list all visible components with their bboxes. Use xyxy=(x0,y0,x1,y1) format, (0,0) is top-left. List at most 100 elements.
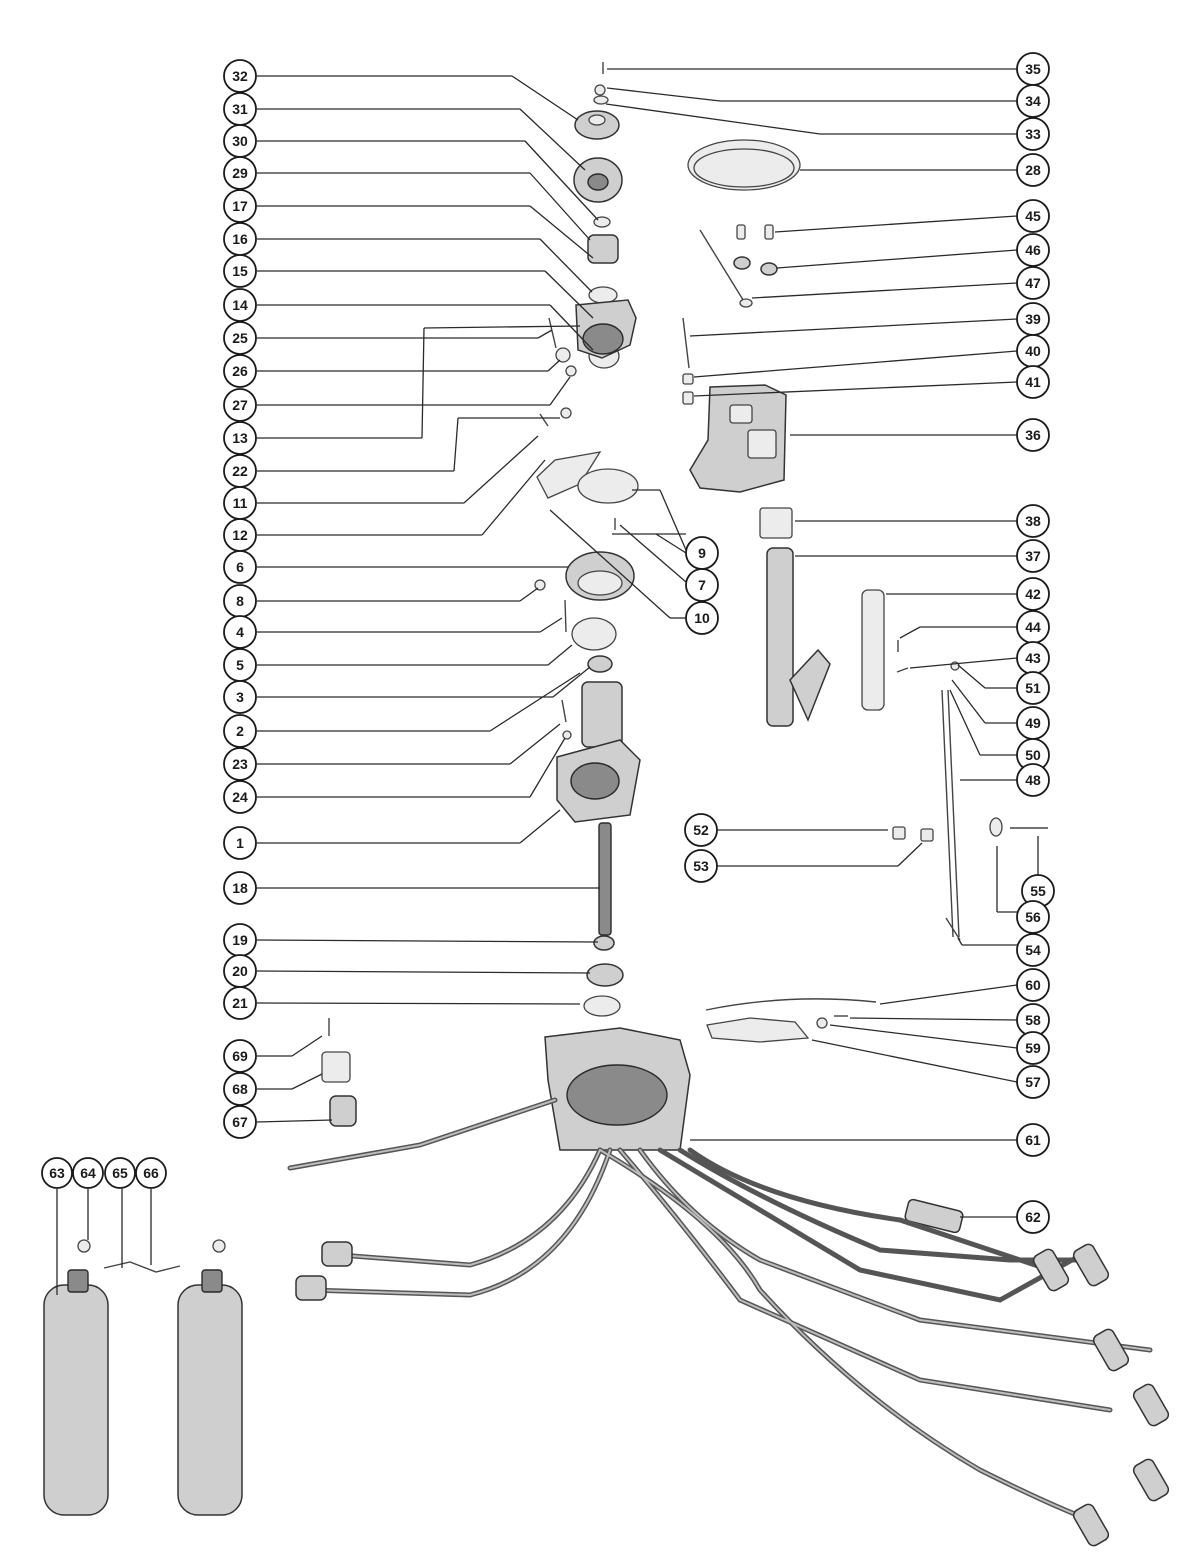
callout-43-label: 43 xyxy=(1025,650,1041,666)
callout-69: 69 xyxy=(223,1039,257,1073)
callout-7: 7 xyxy=(685,568,719,602)
leader-lines xyxy=(56,68,1039,1295)
callout-16: 16 xyxy=(223,222,257,256)
callout-58-label: 58 xyxy=(1025,1012,1041,1028)
callout-4: 4 xyxy=(223,615,257,649)
callout-4-label: 4 xyxy=(236,624,244,640)
callout-1: 1 xyxy=(223,826,257,860)
callout-34-label: 34 xyxy=(1025,93,1041,109)
callout-55-label: 55 xyxy=(1030,883,1046,899)
callout-9-label: 9 xyxy=(698,545,706,561)
callout-61: 61 xyxy=(1016,1123,1050,1157)
callout-23-label: 23 xyxy=(232,756,248,772)
callout-31-label: 31 xyxy=(232,101,248,117)
callout-2-label: 2 xyxy=(236,723,244,739)
callout-44-label: 44 xyxy=(1025,619,1041,635)
callout-28-label: 28 xyxy=(1025,162,1041,178)
callout-15: 15 xyxy=(223,254,257,288)
callout-43: 43 xyxy=(1016,641,1050,675)
callout-50: 50 xyxy=(1016,738,1050,772)
callout-10-label: 10 xyxy=(694,610,710,626)
callout-37-label: 37 xyxy=(1025,548,1041,564)
callout-13: 13 xyxy=(223,421,257,455)
callout-41: 41 xyxy=(1016,365,1050,399)
callout-30: 30 xyxy=(223,124,257,158)
callout-34: 34 xyxy=(1016,84,1050,118)
callout-67: 67 xyxy=(223,1105,257,1139)
callout-51-label: 51 xyxy=(1025,680,1041,696)
callout-39-label: 39 xyxy=(1025,311,1041,327)
callout-19-label: 19 xyxy=(232,932,248,948)
callout-30-label: 30 xyxy=(232,133,248,149)
callout-59-label: 59 xyxy=(1025,1040,1041,1056)
callout-5: 5 xyxy=(223,648,257,682)
callout-layer: 32 31 30 29 17 16 15 14 25 26 27 13 22 1… xyxy=(41,52,1055,1234)
callout-36-label: 36 xyxy=(1025,427,1041,443)
callout-6: 6 xyxy=(223,550,257,584)
callout-41-label: 41 xyxy=(1025,374,1041,390)
callout-25: 25 xyxy=(223,321,257,355)
callout-16-label: 16 xyxy=(232,231,248,247)
callout-5-label: 5 xyxy=(236,657,244,673)
callout-32-label: 32 xyxy=(232,68,248,84)
callout-46-label: 46 xyxy=(1025,242,1041,258)
callout-18: 18 xyxy=(223,871,257,905)
callout-45-label: 45 xyxy=(1025,208,1041,224)
callout-67-label: 67 xyxy=(232,1114,248,1130)
parts-illustration xyxy=(43,62,1170,1547)
callout-19: 19 xyxy=(223,923,257,957)
callout-17: 17 xyxy=(223,189,257,223)
callout-61-label: 61 xyxy=(1025,1132,1041,1148)
callout-25-label: 25 xyxy=(232,330,248,346)
callout-69-label: 69 xyxy=(232,1048,248,1064)
callout-40-label: 40 xyxy=(1025,343,1041,359)
callout-49-label: 49 xyxy=(1025,715,1041,731)
callout-1-label: 1 xyxy=(236,835,244,851)
callout-31: 31 xyxy=(223,92,257,126)
callout-11-label: 11 xyxy=(233,495,248,511)
callout-51: 51 xyxy=(1016,671,1050,705)
callout-65: 65 xyxy=(104,1157,136,1189)
callout-46: 46 xyxy=(1016,233,1050,267)
callout-33: 33 xyxy=(1016,117,1050,151)
callout-21-label: 21 xyxy=(232,995,248,1011)
callout-8: 8 xyxy=(223,584,257,618)
callout-35-label: 35 xyxy=(1025,61,1041,77)
callout-22-label: 22 xyxy=(232,463,248,479)
callout-56: 56 xyxy=(1016,900,1050,934)
callout-27: 27 xyxy=(223,388,257,422)
callout-54-label: 54 xyxy=(1025,942,1041,958)
callout-29: 29 xyxy=(223,156,257,190)
callout-3-label: 3 xyxy=(236,689,244,705)
callout-17-label: 17 xyxy=(232,198,248,214)
callout-65-label: 65 xyxy=(112,1165,128,1181)
callout-37: 37 xyxy=(1016,539,1050,573)
callout-54: 54 xyxy=(1016,933,1050,967)
callout-47-label: 47 xyxy=(1025,275,1041,291)
callout-20: 20 xyxy=(223,954,257,988)
callout-60-label: 60 xyxy=(1025,977,1041,993)
callout-23: 23 xyxy=(223,747,257,781)
callout-68: 68 xyxy=(223,1072,257,1106)
callout-45: 45 xyxy=(1016,199,1050,233)
callout-20-label: 20 xyxy=(232,963,248,979)
callout-18-label: 18 xyxy=(232,880,248,896)
callout-2: 2 xyxy=(223,714,257,748)
callout-56-label: 56 xyxy=(1025,909,1041,925)
callout-39: 39 xyxy=(1016,302,1050,336)
callout-59: 59 xyxy=(1016,1031,1050,1065)
callout-10: 10 xyxy=(685,601,719,635)
callout-32: 32 xyxy=(223,59,257,93)
callout-57: 57 xyxy=(1016,1065,1050,1099)
callout-29-label: 29 xyxy=(232,165,248,181)
callout-3: 3 xyxy=(223,680,257,714)
callout-47: 47 xyxy=(1016,266,1050,300)
callout-60: 60 xyxy=(1016,968,1050,1002)
callout-24-label: 24 xyxy=(232,789,248,805)
callout-52: 52 xyxy=(684,813,718,847)
callout-63-label: 63 xyxy=(49,1165,65,1181)
callout-62-label: 62 xyxy=(1025,1209,1041,1225)
callout-13-label: 13 xyxy=(232,430,248,446)
callout-26-label: 26 xyxy=(232,363,248,379)
callout-27-label: 27 xyxy=(232,397,248,413)
